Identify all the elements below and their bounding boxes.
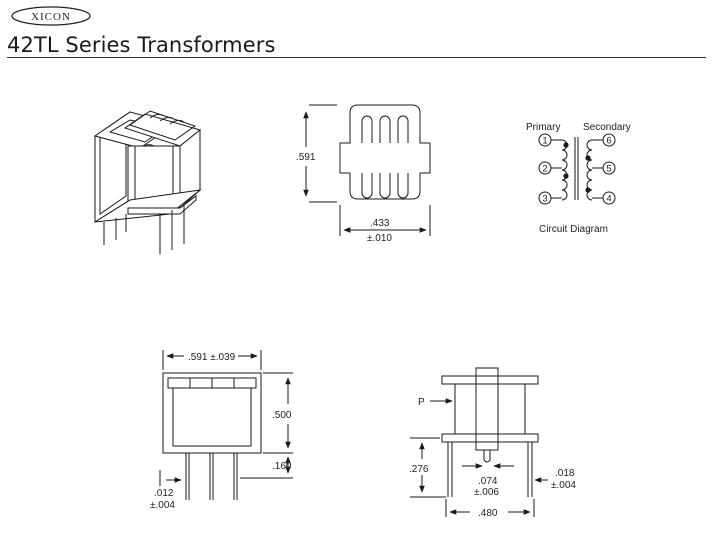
xicon-logo: XICON xyxy=(11,6,91,26)
side-center-tol: ±.006 xyxy=(474,487,499,498)
side-pin-tol: ±.004 xyxy=(551,480,576,491)
pin-6-label: 6 xyxy=(606,136,611,147)
pin-5-label: 5 xyxy=(606,164,611,175)
top-view-drawing xyxy=(303,104,431,236)
front-width-label: .591 ±.039 xyxy=(188,352,236,363)
top-height-label: .591 xyxy=(296,152,316,163)
circuit-diagram xyxy=(538,133,616,205)
front-view-drawing xyxy=(159,350,293,500)
pin-4-label: 4 xyxy=(606,194,611,205)
front-pin-width-label: .012 xyxy=(154,488,174,499)
brand-text: XICON xyxy=(31,11,71,23)
pin-1-label: 1 xyxy=(542,136,547,147)
front-pin-width-tol: ±.004 xyxy=(150,500,175,511)
side-width-label: .480 xyxy=(478,508,498,519)
front-pin-len-label: .160 xyxy=(272,461,292,472)
top-width-tol: ±.010 xyxy=(367,233,392,244)
secondary-label: Secondary xyxy=(583,122,631,133)
page-title: 42TL Series Transformers xyxy=(7,33,276,57)
side-p-label: P xyxy=(418,397,425,408)
polarity-dots xyxy=(563,142,591,193)
front-height-label: .500 xyxy=(272,410,292,421)
primary-label: Primary xyxy=(526,122,560,133)
pin-3-label: 3 xyxy=(542,194,547,205)
side-height-label: .276 xyxy=(409,464,429,475)
side-pin-label: .018 xyxy=(555,468,575,479)
top-width-label: .433 xyxy=(370,218,390,229)
circuit-caption: Circuit Diagram xyxy=(539,224,608,235)
side-view-drawing xyxy=(410,367,548,517)
pin-2-label: 2 xyxy=(542,164,547,175)
side-center-label: .074 xyxy=(478,476,498,487)
header-rule xyxy=(7,57,706,58)
transformer-3d-illustration xyxy=(93,110,202,254)
